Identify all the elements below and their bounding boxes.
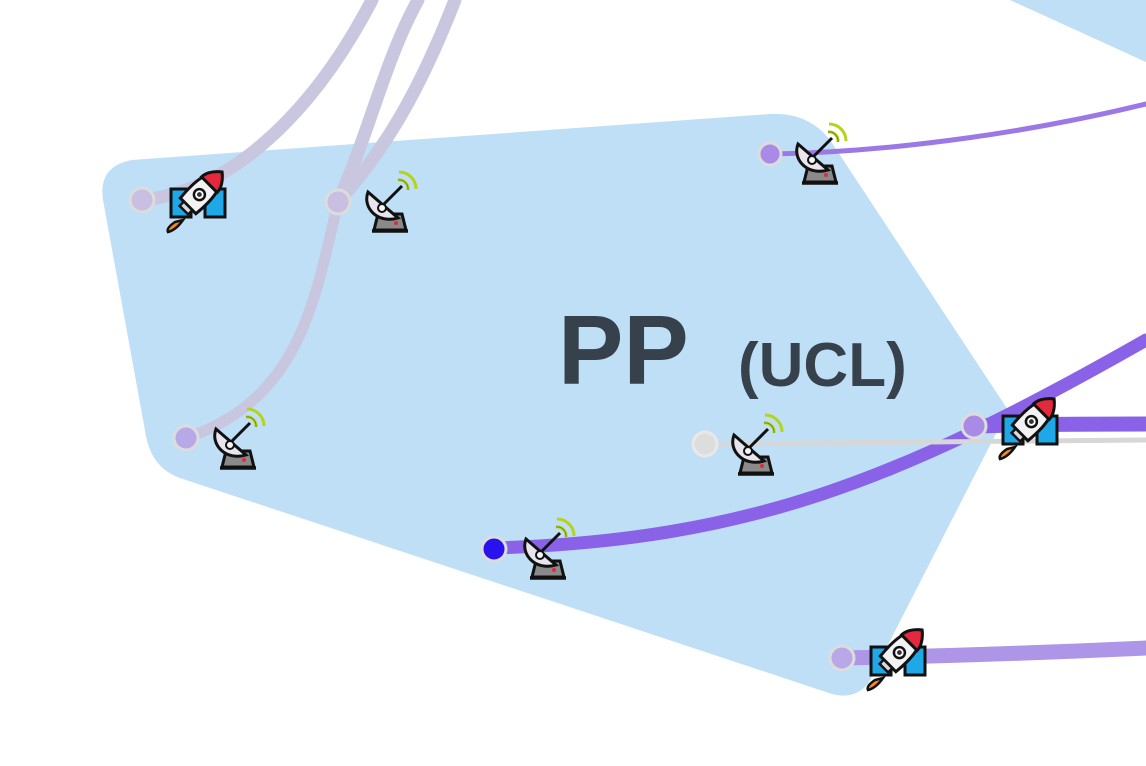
port-dot[interactable] [480, 535, 508, 563]
ports [128, 141, 988, 672]
edge[interactable] [331, 0, 462, 209]
port-dot[interactable] [324, 188, 352, 216]
group-org: (UCL) [738, 331, 907, 400]
edges [135, 0, 1146, 666]
port-dot[interactable] [757, 141, 783, 167]
edge[interactable] [180, 196, 344, 444]
edge[interactable] [331, 0, 425, 209]
port-dot[interactable] [128, 186, 156, 214]
group-name: PP [558, 295, 689, 405]
group-label: PP (UCL) [558, 295, 907, 405]
port-dot[interactable] [828, 644, 856, 672]
edge[interactable] [966, 416, 1146, 434]
port-dot[interactable] [691, 430, 719, 458]
port-dot[interactable] [172, 424, 200, 452]
edge[interactable] [702, 437, 1146, 447]
other-cluster-shape [1010, 0, 1146, 62]
edge[interactable] [487, 333, 1146, 555]
group-region-pp[interactable] [102, 113, 1009, 696]
port-dot[interactable] [960, 412, 988, 440]
edge[interactable] [767, 101, 1146, 157]
